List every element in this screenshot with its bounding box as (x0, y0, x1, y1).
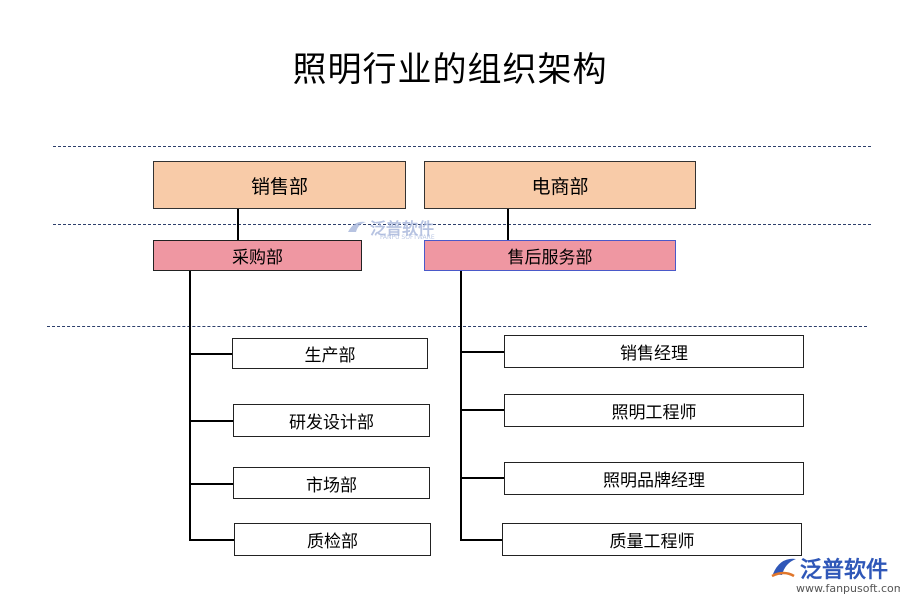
watermark-subtext: FANPU SOFTWARE (380, 234, 435, 241)
tree-left-branch-2 (190, 420, 234, 422)
watermark-icon (348, 221, 366, 232)
connector-sales-purchase (237, 209, 239, 241)
logo-url: www.fanpusoft.com (796, 582, 900, 595)
tree-right-branch-2 (461, 409, 505, 411)
tree-left-branch-3 (190, 483, 234, 485)
node-lighting-engineer: 照明工程师 (504, 394, 804, 427)
separator-middle (53, 224, 871, 225)
watermark-text: 泛普软件 (370, 219, 435, 238)
node-ecommerce: 电商部 (424, 161, 696, 209)
tree-left-trunk (189, 271, 191, 541)
connector-ecommerce-aftersales (507, 209, 509, 241)
node-sales: 销售部 (153, 161, 406, 209)
tree-right-branch-3 (461, 477, 505, 479)
tree-right-trunk (460, 271, 462, 541)
diagram-title: 照明行业的组织架构 (292, 50, 608, 90)
node-brand-manager: 照明品牌经理 (504, 462, 804, 495)
fanpu-logo-icon (771, 558, 796, 578)
tree-right-branch-1 (461, 351, 505, 353)
tree-left-branch-4 (190, 539, 235, 541)
tree-right-branch-4 (461, 539, 503, 541)
node-purchase: 采购部 (153, 240, 362, 271)
node-quality-engineer: 质量工程师 (502, 523, 802, 556)
node-sales-manager: 销售经理 (504, 335, 804, 368)
node-production: 生产部 (232, 338, 428, 369)
node-quality-inspection: 质检部 (234, 523, 431, 556)
separator-top (53, 146, 871, 147)
node-marketing: 市场部 (233, 467, 430, 499)
node-rnd-design: 研发设计部 (233, 404, 430, 437)
tree-left-branch-1 (190, 353, 233, 355)
logo-text: 泛普软件 (800, 558, 889, 583)
watermark-logo: 泛普软件 (346, 215, 434, 239)
separator-bottom (47, 326, 867, 327)
node-aftersales: 售后服务部 (424, 240, 676, 271)
